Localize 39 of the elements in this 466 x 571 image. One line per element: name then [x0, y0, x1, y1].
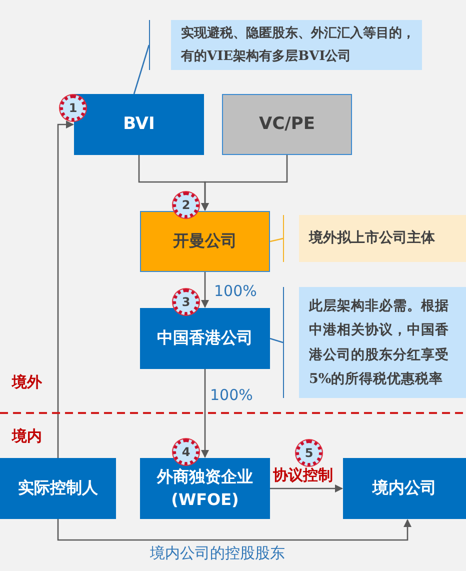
connector-arrow — [201, 369, 209, 458]
leader-line — [133, 44, 150, 94]
note-box — [283, 215, 466, 262]
note-box — [283, 287, 466, 398]
entity-box — [0, 458, 116, 519]
note-text: 实现避税、隐匿股东、外汇汇入等目的，有的VIE架构有多层BVI公司 — [181, 24, 416, 66]
box-label: 境内公司 — [372, 477, 436, 500]
box-label: VC/PE — [259, 112, 315, 136]
edge-label: 100% — [210, 386, 253, 404]
connector-arrow — [57, 519, 412, 541]
connector-arrow — [57, 120, 74, 458]
number-badge: 3 — [173, 289, 199, 315]
edge-label: 100% — [214, 282, 257, 300]
note-box — [149, 20, 422, 70]
edge-label: 协议控制 — [273, 466, 333, 485]
entity-box — [222, 94, 352, 155]
number-badge: 5 — [296, 440, 322, 466]
box-label: 中国香港公司 — [157, 327, 253, 350]
connector-arrow — [201, 155, 288, 211]
box-label: 外商独资企业 (WFOE) — [156, 466, 254, 510]
region-label: 境外 — [12, 373, 42, 392]
note-text: 境外拟上市公司主体 — [309, 228, 435, 248]
box-label: 实际控制人 — [18, 477, 98, 500]
box-label: 开曼公司 — [173, 230, 237, 252]
leader-line — [270, 238, 284, 242]
connector-arrow — [201, 272, 209, 308]
number-badge: 1 — [60, 95, 86, 121]
entity-box — [140, 308, 270, 369]
number-badge: 4 — [173, 439, 199, 465]
entity-box — [343, 458, 466, 519]
leader-line — [270, 338, 284, 344]
region-label: 境内 — [12, 427, 42, 446]
number-badge: 2 — [173, 192, 199, 218]
edge-label: 境内公司的控股股东 — [150, 544, 285, 563]
box-label: BVI — [123, 112, 155, 136]
entity-box — [140, 211, 270, 272]
entity-box — [140, 458, 270, 519]
connector-arrow — [270, 484, 343, 492]
note-text: 此层架构非必需。根据中港相关协议，中国香港公司的股东分红享受5%的所得税优惠税率 — [309, 296, 450, 389]
